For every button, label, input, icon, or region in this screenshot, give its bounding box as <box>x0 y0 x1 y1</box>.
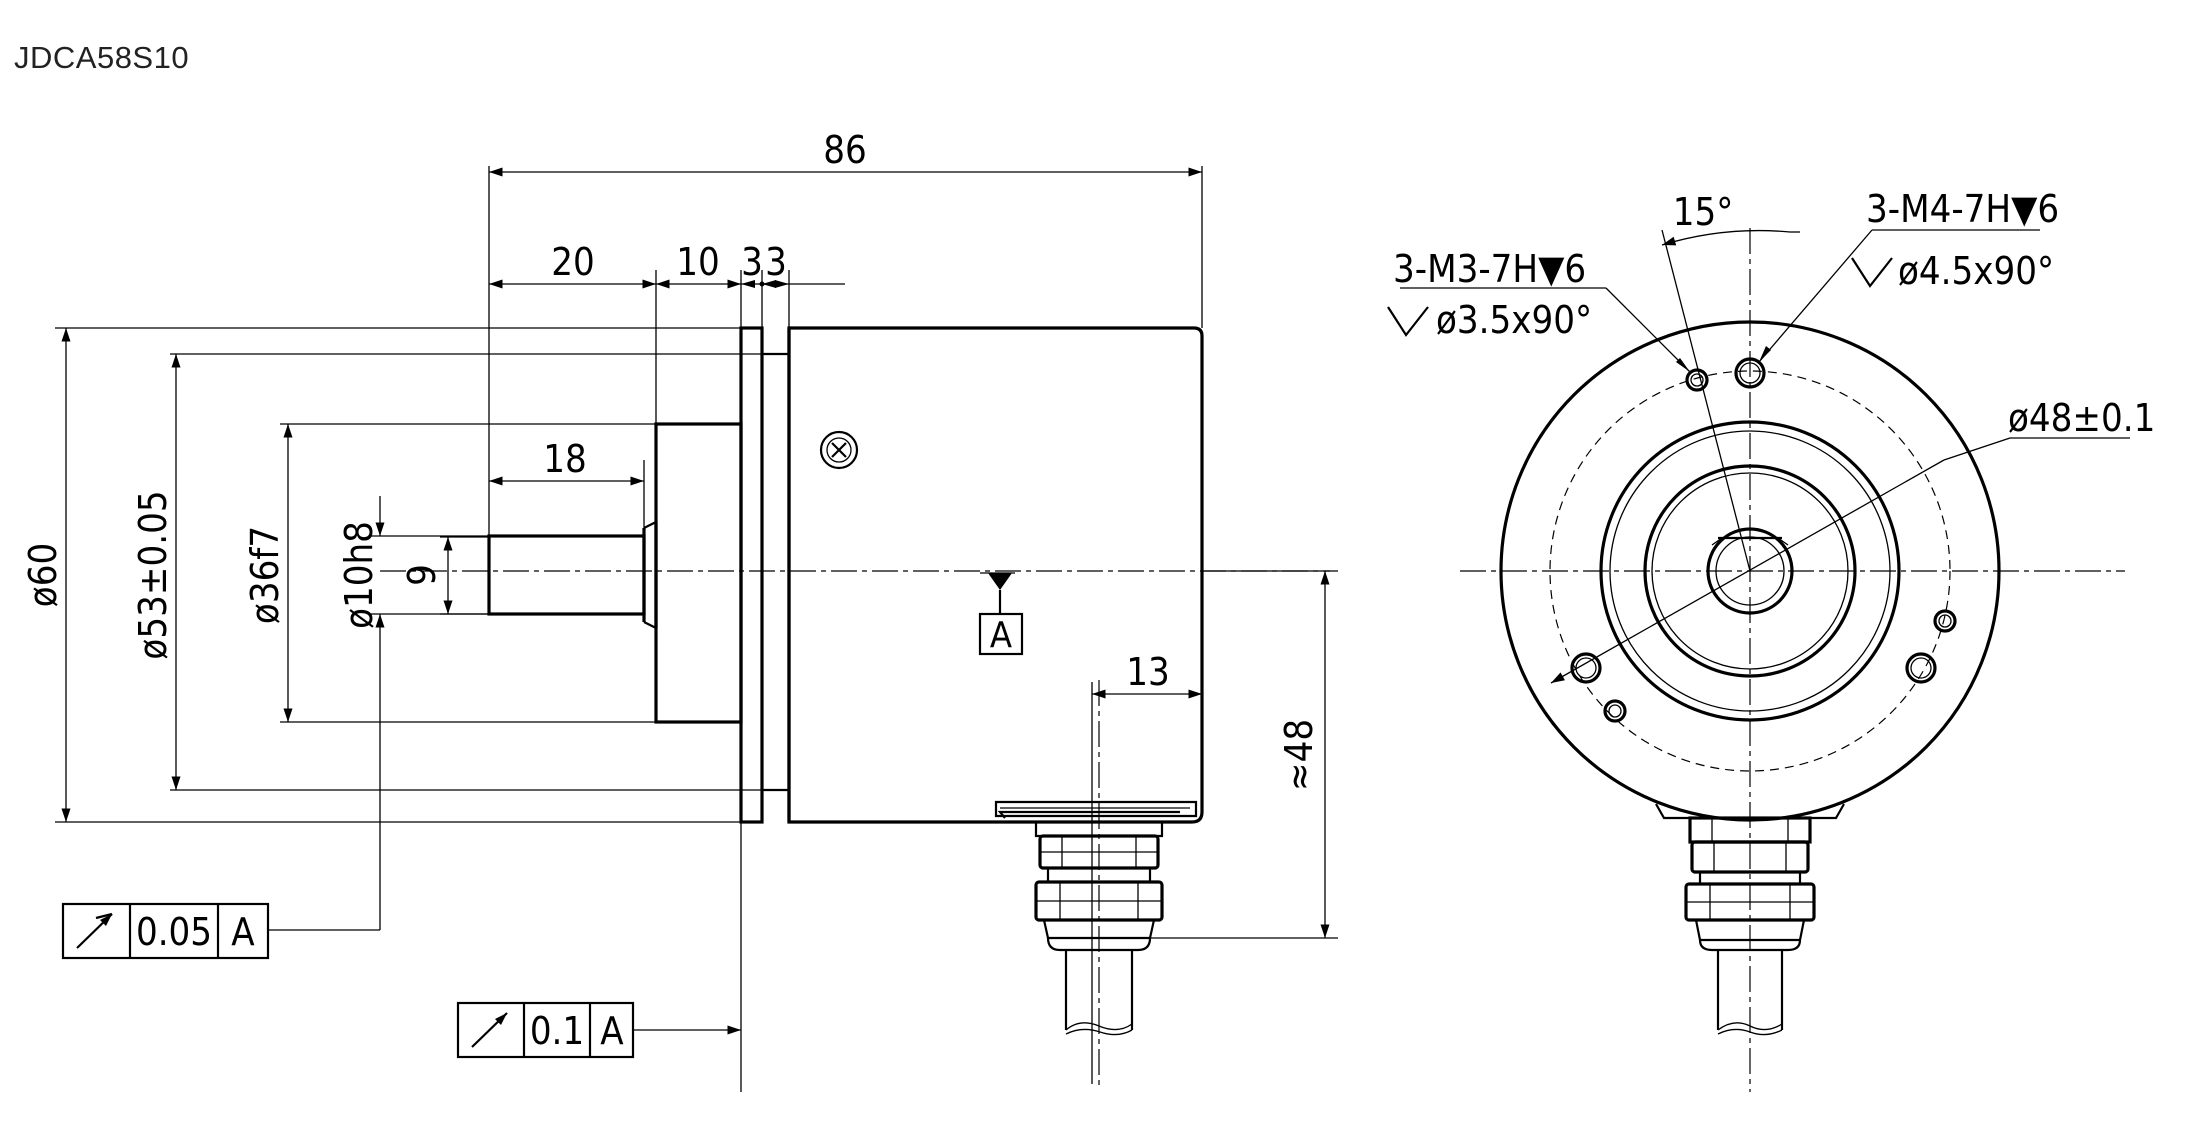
dim-10: 10 <box>676 240 720 284</box>
front-view: 15° 3-M3-7H▼6 ø3.5x90° 3-M4-7H▼6 ø4.5x90… <box>1387 187 2155 1092</box>
dim-dia-10: ø10h8 <box>337 521 381 629</box>
dim-13: 13 <box>1126 650 1170 694</box>
m3-holes <box>1603 368 1957 723</box>
dim-9: 9 <box>400 564 444 586</box>
dim-dia-53: ø53±0.05 <box>131 490 175 659</box>
dim-3b: 3 <box>765 240 787 284</box>
m3-hole-callout: 3-M3-7H▼6 <box>1393 247 1586 291</box>
tolerance-frame-runout-1: 0.05 A <box>61 902 380 960</box>
tolerance-2-datum: A <box>600 1009 624 1053</box>
datum-label: A <box>990 615 1012 656</box>
m4-hole-callout: 3-M4-7H▼6 <box>1866 187 2059 231</box>
shaft <box>487 521 658 629</box>
pilot-circle-outer <box>1599 420 1901 722</box>
dim-3a: 3 <box>741 240 763 284</box>
m4-holes <box>1570 357 1937 684</box>
shaft-circle <box>1706 527 1794 615</box>
tolerance-1-datum: A <box>231 910 255 954</box>
dim-dia-60: ø60 <box>21 543 65 607</box>
tolerance-frame-runout-2: 0.1 A <box>456 1001 741 1059</box>
pilot-circle-inner <box>1643 464 1857 678</box>
front-cable-gland <box>1655 803 1845 1036</box>
tolerance-1-value: 0.05 <box>136 910 212 954</box>
pilot-boss <box>654 422 743 724</box>
flange <box>739 326 764 824</box>
outer-flange-circle <box>1499 320 2001 822</box>
m4-countersink-callout: ø4.5x90° <box>1898 249 2054 293</box>
dim-20: 20 <box>551 240 595 284</box>
cable-gland-base <box>994 800 1198 819</box>
side-view: A <box>21 128 1338 1092</box>
bolt-circle-diameter: ø48±0.1 <box>2008 396 2155 440</box>
dim-86: 86 <box>823 128 867 172</box>
housing-screw <box>819 430 859 470</box>
dim-18: 18 <box>543 437 587 481</box>
dim-dia-36: ø36f7 <box>243 526 287 624</box>
angle-15: 15° <box>1673 190 1734 234</box>
bolt-circle <box>1549 370 1951 772</box>
housing-body <box>787 326 1204 824</box>
dim-cable-48: ≈48 <box>1277 719 1321 791</box>
m3-countersink-callout: ø3.5x90° <box>1436 298 1592 342</box>
drawing-title: JDCA58S10 <box>14 40 190 75</box>
datum-symbol-a: A <box>978 572 1024 656</box>
tolerance-2-value: 0.1 <box>530 1009 584 1053</box>
